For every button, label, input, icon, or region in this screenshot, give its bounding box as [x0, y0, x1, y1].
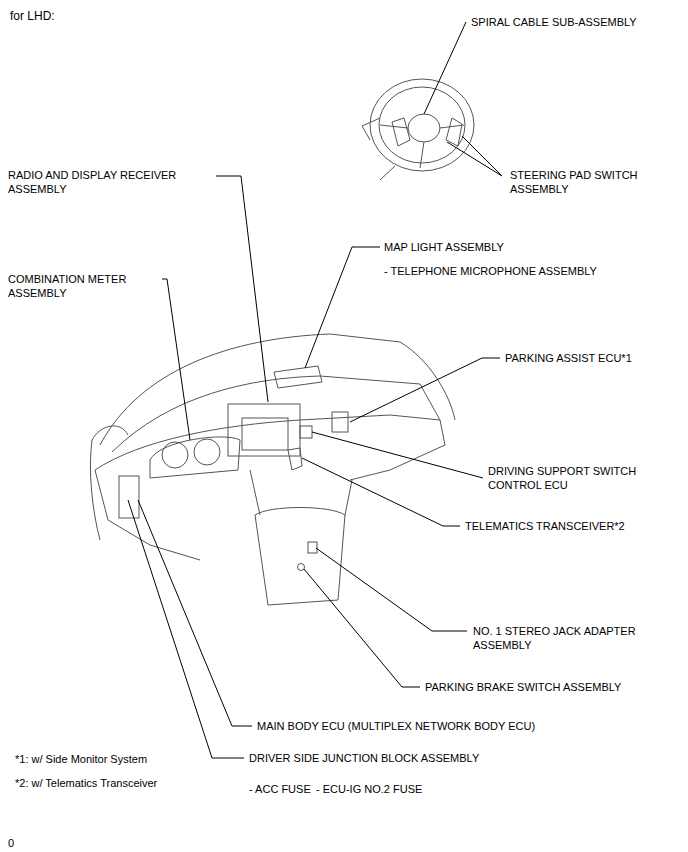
part-label: - TELEPHONE MICROPHONE ASSEMBLY	[384, 264, 597, 278]
part-label: RADIO AND DISPLAY RECEIVER ASSEMBLY	[8, 168, 208, 196]
stereo-jack	[308, 542, 317, 553]
part-label: MAIN BODY ECU (MULTIPLEX NETWORK BODY EC…	[257, 719, 535, 733]
part-label: *2: w/ Telematics Transceiver	[15, 776, 157, 790]
driving-support-ecu	[300, 426, 312, 438]
part-label: PARKING BRAKE SWITCH ASSEMBLY	[425, 680, 621, 694]
junction-block	[119, 476, 139, 518]
part-label: - ECU-IG NO.2 FUSE	[316, 782, 422, 796]
part-label: PARKING ASSIST ECU*1	[505, 351, 632, 365]
part-label: TELEMATICS TRANSCEIVER*2	[465, 519, 625, 533]
map-light	[274, 366, 322, 388]
radio-screen	[242, 418, 288, 450]
part-label: *1: w/ Side Monitor System	[15, 752, 147, 766]
parking-assist-ecu	[332, 412, 348, 432]
part-label: - ACC FUSE	[249, 782, 311, 796]
part-label: SPIRAL CABLE SUB-ASSEMBLY	[471, 15, 637, 29]
part-label: NO. 1 STEREO JACK ADAPTER ASSEMBLY	[473, 624, 671, 652]
steering-wheel	[362, 79, 474, 180]
part-label: DRIVER SIDE JUNCTION BLOCK ASSEMBLY	[249, 751, 479, 765]
title: for LHD:	[10, 9, 55, 23]
dashboard	[90, 334, 455, 560]
part-label: DRIVING SUPPORT SWITCH CONTROL ECU	[488, 464, 666, 492]
part-label: COMBINATION METER ASSEMBLY	[8, 272, 148, 300]
part-label: STEERING PAD SWITCH ASSEMBLY	[510, 168, 660, 196]
telematics-unit	[288, 448, 302, 470]
center-console	[255, 508, 345, 606]
part-label: 0	[8, 836, 14, 850]
parking-brake-switch	[298, 564, 305, 571]
radio-unit	[228, 404, 300, 456]
leader-lines	[128, 22, 502, 758]
part-label: MAP LIGHT ASSEMBLY	[384, 240, 504, 254]
